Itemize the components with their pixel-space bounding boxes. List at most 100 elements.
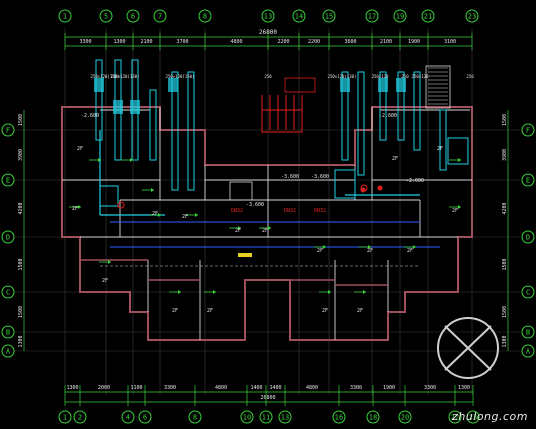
axis-top-8-bubble [198,9,212,23]
axis-right-F-bubble [521,123,535,137]
room-tag: 2F [262,228,268,234]
axis-bottom-22-label: 22 [451,414,459,422]
flow-arrowhead [178,290,181,294]
axis-left-A-bubble [1,344,15,358]
axis-bottom-20-bubble [398,410,412,424]
duct-box [99,185,119,207]
duct-size-label: 250×120 [372,74,389,79]
duct-fitting [378,78,388,92]
duct-size-label: 250×120(130) [328,74,357,79]
axis-left-E-bubble [1,173,15,187]
flow-arrowhead [268,226,271,230]
axis-bottom-4-bubble [121,410,135,424]
axis-right-B-label: B [526,329,530,337]
room-tag: 2F [182,214,188,220]
fan-unit [447,137,469,165]
dim-bottom: 4800 [215,385,227,391]
axis-left-F-label: F [6,127,10,135]
duct-fitting [130,100,140,114]
vent-duct [187,71,195,191]
axis-right-F-label: F [526,127,530,135]
axis-bottom-20-label: 20 [401,414,409,422]
flow-arrowhead [328,290,331,294]
flow-arrowhead [413,245,416,249]
room-tag: 2F [152,211,158,217]
dim-bottom: 1400 [269,385,281,391]
axis-bottom-1-bubble [58,410,72,424]
elevation-label: -3.600 [246,202,264,208]
room-tag: 2F [322,308,328,314]
axis-left-B-label: B [6,329,10,337]
watermark-logo-mark [444,325,492,371]
dim-top: 2100 [140,39,152,45]
axis-top-23-label: 23 [468,13,476,21]
dim-top: 3600 [344,39,356,45]
elevation-label: -2.600 [379,113,397,119]
flow-arrowhead [363,290,366,294]
flow-arrowhead [78,205,81,209]
duct-fitting [340,78,350,92]
axis-top-7-bubble [153,9,167,23]
axis-bottom-10-bubble [240,410,254,424]
axis-top-14-bubble [292,9,306,23]
riser-shaft [261,109,303,133]
axis-top-21-bubble [421,9,435,23]
flow-arrowhead [195,213,198,217]
axis-right-A-label: A [526,348,531,356]
axis-top-1-bubble [58,9,72,23]
flow-arrowhead [158,213,161,217]
pipe-dn-label: DN32 [284,208,296,214]
axis-top-13-label: 13 [264,13,272,21]
dim-bottom: 1300 [66,385,78,391]
vent-duct [439,109,447,171]
flow-arrowhead [323,245,326,249]
axis-bottom-18-bubble [366,410,380,424]
dim-top: 2200 [308,39,320,45]
duct-box [334,169,356,199]
axis-bottom-2-bubble [73,410,87,424]
room-tag: 2F [407,248,413,254]
axis-left-D-bubble [1,230,15,244]
vent-duct [397,71,405,141]
marker [238,253,252,257]
flow-arrowhead [151,188,154,192]
duct-size-label: 250×120(130) [91,74,120,79]
dim-bottom: 1300 [458,385,470,391]
vent-duct [149,89,157,161]
axis-top-6-label: 6 [131,13,135,21]
duct-size-label: 250 [264,74,272,79]
axis-right-C-label: C [526,289,530,297]
axis-bottom-1-label: 1 [63,414,67,422]
room-tag: 2F [235,228,241,234]
dim-top: 3700 [176,39,188,45]
room-tag: 2F [357,308,363,314]
dim-top-total: 26800 [259,29,277,36]
axis-bottom-8-label: 8 [193,414,197,422]
axis-top-15-label: 15 [325,13,333,21]
dim-right: 1500 [502,258,508,270]
axis-bottom-13-label: 13 [281,414,289,422]
vent-duct [357,71,365,176]
duct-fitting [168,78,178,92]
room-tag: 2F [77,146,83,152]
pipe-dn-label: DN32 [231,208,243,214]
axis-right-E-label: E [526,177,530,185]
vent-duct [379,71,387,141]
axis-top-15-bubble [322,9,336,23]
duct-size-label: 250 [401,74,409,79]
flow-arrowhead [458,158,461,162]
equipment-symbol [377,185,383,191]
dim-bottom: 1900 [383,385,395,391]
room-tag: 2F [437,146,443,152]
building-outer-wall [61,106,473,341]
room-tag: 2F [72,206,78,212]
dim-bottom: 1400 [250,385,262,391]
equipment-symbol [360,187,366,193]
flow-arrowhead [108,260,111,264]
axis-left-C-label: C [6,289,10,297]
flow-arrowhead [130,158,133,162]
axis-top-5-label: 5 [104,13,108,21]
room-tag: 2F [367,248,373,254]
duct-size-label: 250×120 [412,74,429,79]
